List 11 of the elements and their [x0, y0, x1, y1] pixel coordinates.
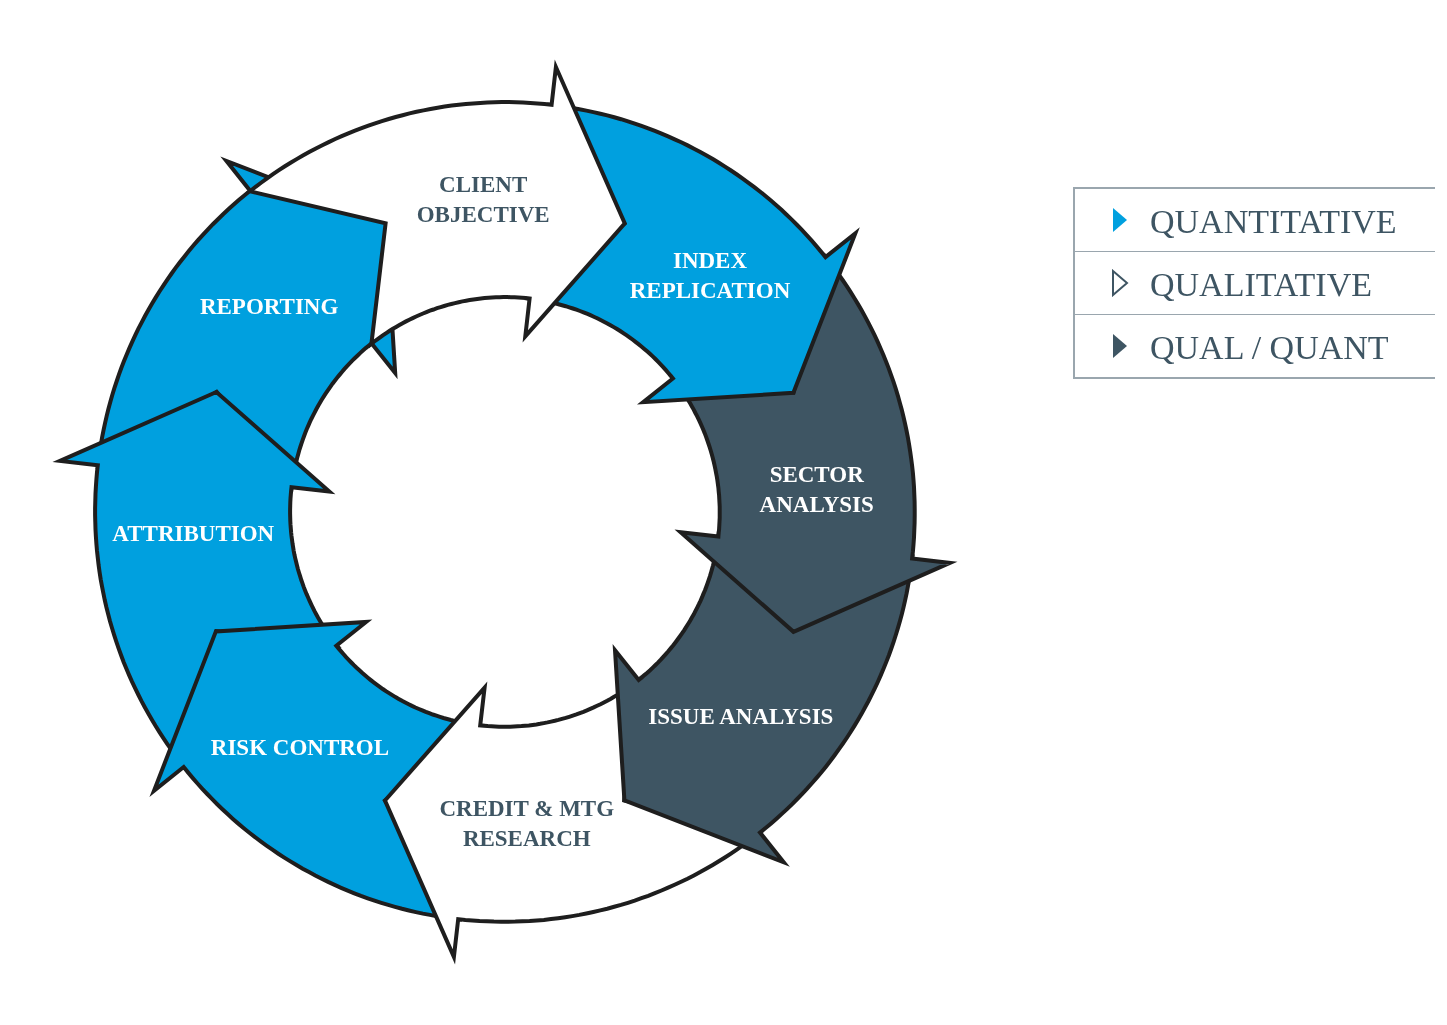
step-label: REPORTING: [198, 292, 340, 321]
step-label: SECTOR ANALYSIS: [758, 461, 875, 520]
legend-label: QUANTITATIVE: [1150, 203, 1397, 241]
step-label: CREDIT & MTG RESEARCH: [438, 794, 616, 853]
legend-label: QUALITATIVE: [1150, 266, 1372, 304]
step-label: ATTRIBUTION: [111, 519, 276, 548]
step-label: INDEX REPLICATION: [628, 247, 792, 306]
step-label: RISK CONTROL: [209, 733, 391, 762]
step-label: CLIENT OBJECTIVE: [415, 171, 551, 230]
legend-label: QUAL / QUANT: [1150, 329, 1389, 367]
step-label: ISSUE ANALYSIS: [647, 703, 835, 731]
